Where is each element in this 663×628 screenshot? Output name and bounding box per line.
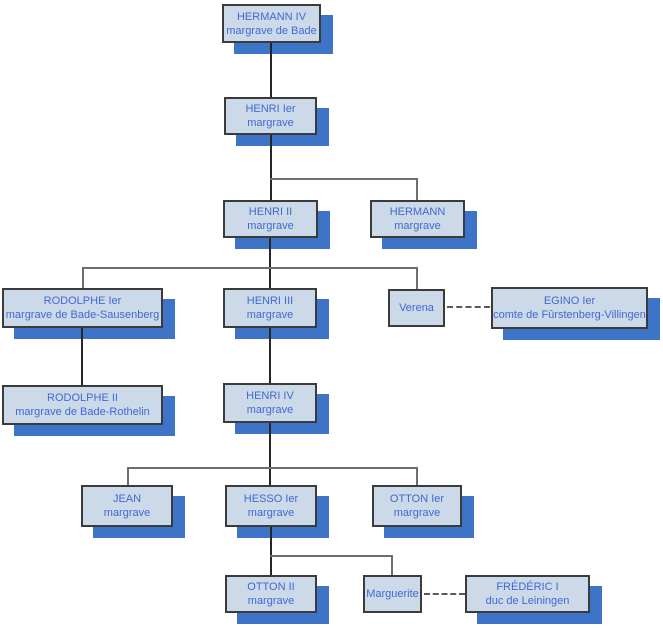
node-henri-ii[interactable]: HENRI II margrave — [223, 200, 318, 238]
person-title: margrave — [247, 117, 294, 129]
person-title: duc de Leiningen — [485, 595, 570, 607]
person-title: margrave — [246, 404, 294, 416]
person-name: JEAN — [112, 493, 142, 505]
person-title: margrave — [394, 220, 441, 232]
person-name: HERMANN IV — [236, 10, 307, 23]
person-name: FRÉDÉRIC I — [496, 581, 559, 593]
person-title: margrave — [247, 220, 294, 232]
person-title: comte de Fûrstenberg-Villingen — [493, 309, 646, 321]
connector-line — [269, 328, 271, 383]
connector-line — [391, 555, 393, 575]
node-verena[interactable]: Verena — [388, 289, 445, 327]
connector-line — [127, 467, 418, 469]
person-name: HENRI III — [246, 295, 294, 307]
person-title: margrave — [247, 507, 295, 519]
node-otton-ier[interactable]: OTTON Ier margrave — [372, 485, 462, 527]
connector-line — [270, 527, 272, 575]
person-name: OTTON Ier — [389, 493, 445, 505]
node-henri-iv[interactable]: HENRI IV margrave — [223, 383, 317, 423]
person-title: margrave — [247, 595, 295, 607]
node-rodolphe-ii[interactable]: RODOLPHE II margrave de Bade-Rothelin — [2, 385, 163, 425]
person-title: margrave — [103, 507, 151, 519]
connector-line — [270, 135, 272, 200]
node-henri-ier[interactable]: HENRI Ier margrave — [224, 97, 317, 135]
person-name: RODOLPHE Ier — [43, 295, 122, 307]
person-name: Verena — [399, 302, 434, 314]
node-jean[interactable]: JEAN margrave — [81, 485, 173, 527]
marriage-dashed-line — [424, 593, 465, 595]
connector-line — [416, 178, 418, 200]
person-name: HESSO Ier — [243, 493, 299, 505]
connector-line — [270, 178, 418, 180]
person-name: OTTON II — [247, 581, 295, 593]
person-name: HERMANN — [389, 206, 446, 218]
person-name: HENRI IV — [246, 390, 294, 402]
connector-line — [82, 267, 418, 269]
node-henri-iii[interactable]: HENRI III margrave — [223, 288, 317, 328]
person-title: margrave — [246, 309, 294, 321]
node-frederic-i[interactable]: FRÉDÉRIC I duc de Leiningen — [465, 575, 590, 613]
connector-line — [270, 43, 272, 97]
node-otton-ii[interactable]: OTTON II margrave — [225, 575, 317, 613]
node-hermann[interactable]: HERMANN margrave — [370, 200, 465, 238]
connector-line — [416, 267, 418, 289]
person-name: HENRI Ier — [245, 103, 296, 115]
person-name: Marguerite — [366, 588, 419, 600]
person-title: margrave — [393, 507, 441, 519]
connector-line — [82, 267, 84, 288]
person-title: margrave de Bade-Sausenberg — [5, 309, 160, 321]
connector-line — [127, 467, 129, 485]
person-name: EGINO Ier — [543, 295, 596, 307]
person-title: margrave de Bade-Rothelin — [15, 406, 150, 418]
connector-line — [416, 467, 418, 485]
node-egino-ier[interactable]: EGINO Ier comte de Fûrstenberg-Villingen — [491, 287, 648, 329]
person-name: HENRI II — [248, 206, 293, 218]
connector-line — [269, 423, 271, 485]
marriage-dashed-line — [447, 306, 490, 308]
node-hermann-iv[interactable]: HERMANN IV margrave de Bade — [222, 4, 321, 43]
connector-line — [269, 238, 271, 288]
node-marguerite[interactable]: Marguerite — [363, 575, 422, 613]
node-hesso-ier[interactable]: HESSO Ier margrave — [225, 485, 317, 527]
node-rodolphe-ier[interactable]: RODOLPHE Ier margrave de Bade-Sausenberg — [2, 288, 163, 328]
connector-line — [270, 555, 393, 557]
person-title: margrave de Bade — [226, 24, 317, 37]
connector-line — [81, 328, 83, 385]
person-name: RODOLPHE II — [47, 392, 118, 404]
